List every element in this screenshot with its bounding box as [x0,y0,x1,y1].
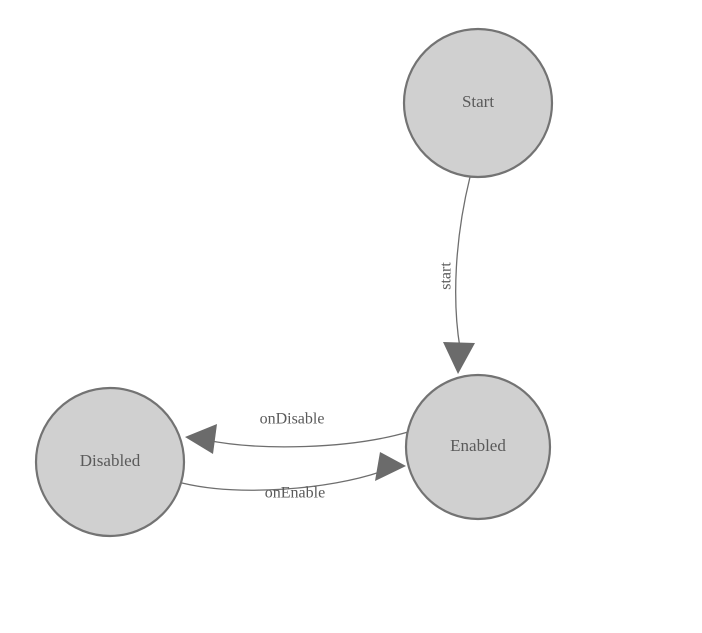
arrowhead-icon [185,424,217,454]
arrowhead-icon [375,452,406,481]
state-node-disabled[interactable]: Disabled [34,386,186,538]
transition-label-start: start [438,262,455,290]
state-node-enabled[interactable]: Enabled [404,373,552,521]
transition-label-ondisable: onDisable [260,411,325,428]
state-label-start: Start [462,92,494,111]
transition-start-to-enabled[interactable]: start [438,176,475,374]
transition-edge-path [181,471,381,491]
state-label-disabled: Disabled [80,451,141,470]
state-node-start[interactable]: Start [402,27,554,179]
transition-edge-path [455,176,471,349]
arrowhead-icon [443,342,475,374]
transitions-layer: start onDisable onEnable [181,176,475,502]
state-circle [34,386,186,538]
states-layer: Start Enabled Disabled [34,27,554,538]
transition-disabled-to-enabled[interactable]: onEnable [181,452,406,502]
state-label-enabled: Enabled [450,436,506,455]
transition-enabled-to-disabled[interactable]: onDisable [185,411,409,454]
state-circle [404,373,552,521]
transition-edge-path [205,431,409,448]
transition-label-onenable: onEnable [265,485,325,502]
state-circle [402,27,554,179]
